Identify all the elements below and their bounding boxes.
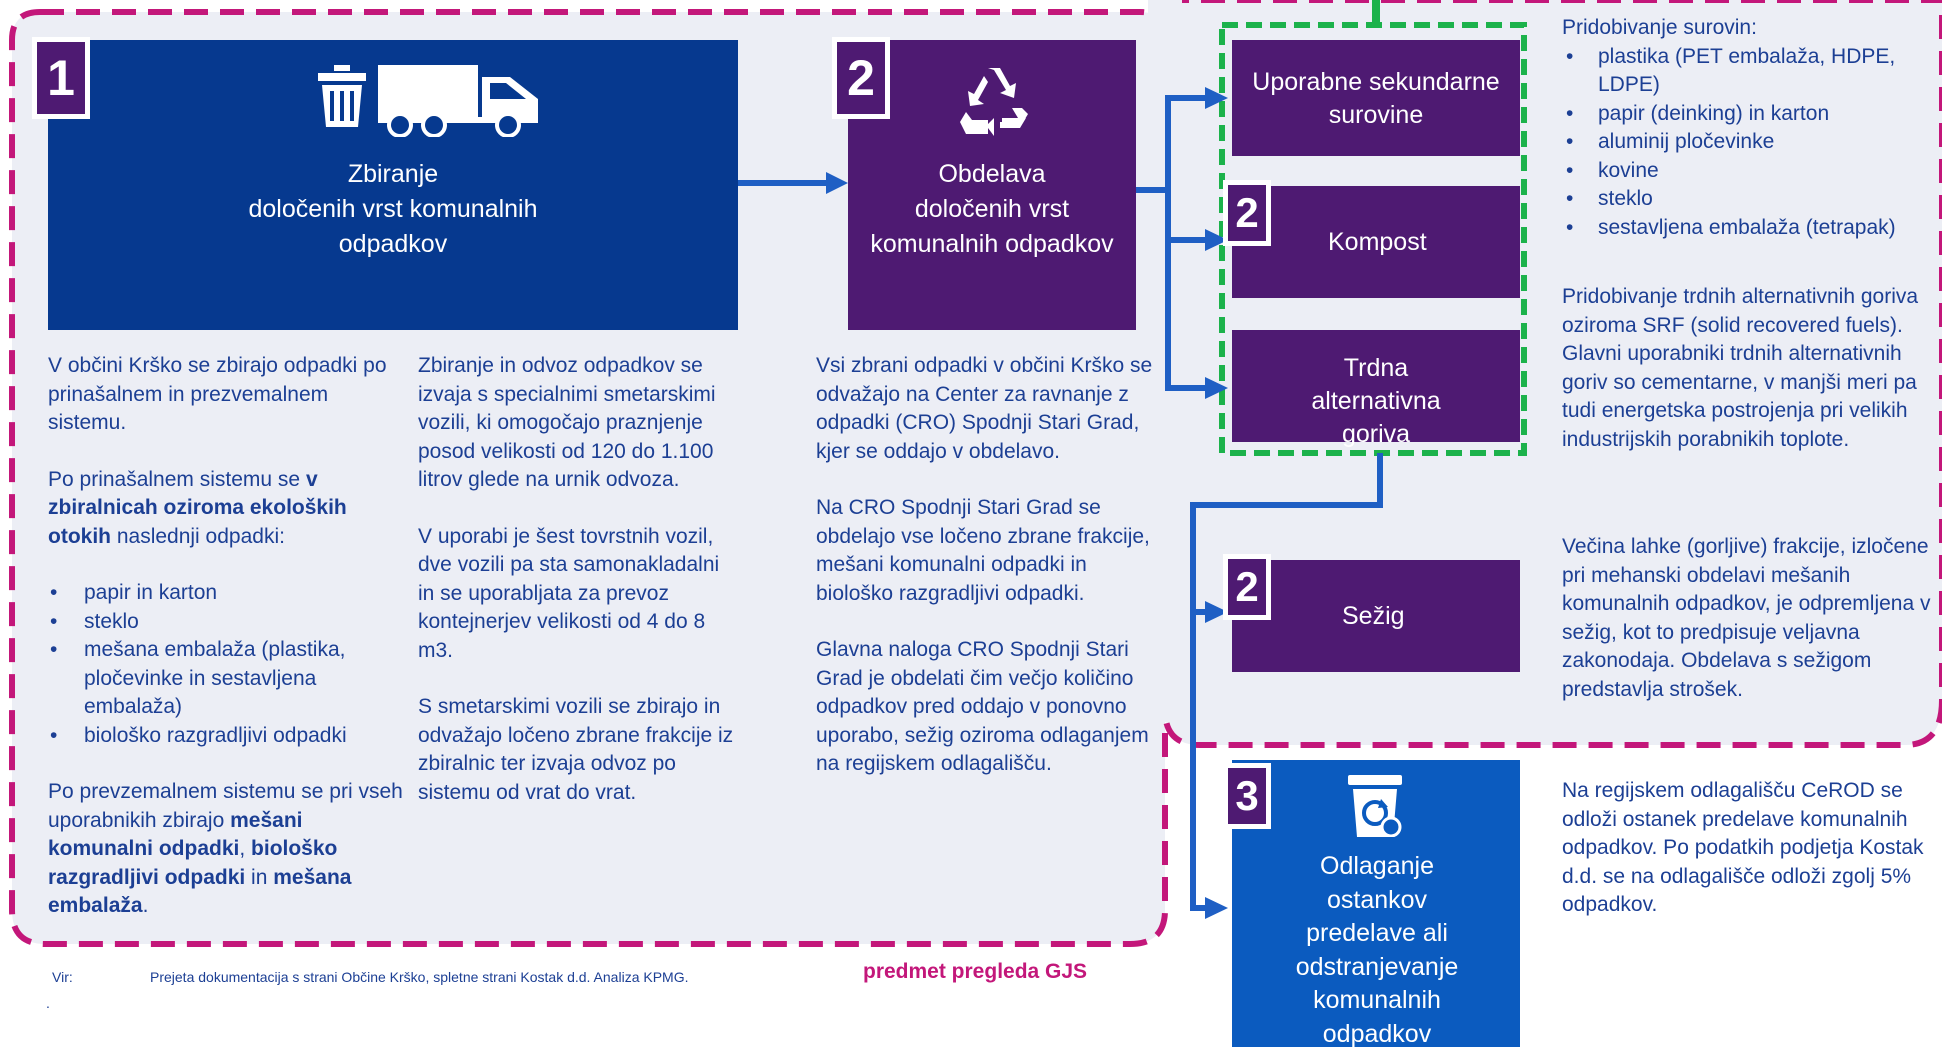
step-processing-number: 2 [832, 37, 890, 119]
incineration-box: Sežig [1232, 560, 1520, 672]
step-collection-box: Zbiranje določenih vrst komunalnih odpad… [48, 40, 738, 330]
list-item: papir in karton [48, 579, 408, 608]
list-item: kovine [1562, 157, 1942, 186]
collection-description: V občini Krško se zbirajo odpadki po pri… [48, 352, 408, 949]
srf-box: Trdna alternativna goriva [1232, 330, 1520, 448]
list-item: papir (deinking) in karton [1562, 100, 1942, 129]
footer-dot: . [46, 995, 50, 1011]
collection-list: papir in karton steklo mešana embalaža (… [48, 579, 408, 750]
compost-number: 2 [1223, 180, 1271, 246]
list-item: mešana embalaža (plastika, pločevinke in… [48, 636, 408, 722]
list-item: steklo [48, 608, 408, 637]
arrow-to-incineration [1205, 601, 1228, 623]
step-collection-number: 1 [32, 37, 90, 119]
arrow-to-disposal [1205, 897, 1228, 919]
arrow-collect-to-process [826, 172, 848, 194]
disposal-box: Odlaganje ostankov predelave ali odstran… [1232, 760, 1520, 1048]
list-item: aluminij pločevinke [1562, 128, 1942, 157]
step-processing-box: Obdelava določenih vrst komunalnih odpad… [848, 40, 1136, 330]
step-processing-title: Obdelava določenih vrst komunalnih odpad… [870, 160, 1114, 258]
processing-description: Vsi zbrani odpadki v občini Krško se odv… [816, 354, 1153, 775]
compost-box: Kompost [1232, 186, 1520, 298]
list-item: biološko razgradljivi odpadki [48, 722, 408, 751]
step-collection-title: Zbiranje določenih vrst komunalnih odpad… [248, 160, 538, 258]
list-item: plastika (PET embalaža, HDPE, LDPE) [1562, 43, 1942, 100]
scope-label: predmet pregleda GJS [863, 960, 1088, 983]
trash-bin-icon [318, 65, 366, 132]
raw-materials-text: Pridobivanje surovin: plastika (PET emba… [1562, 14, 1942, 242]
arrow-to-srf [1205, 377, 1228, 399]
secondary-materials-box: Uporabne sekundarne surovine [1232, 40, 1520, 156]
incineration-text: Večina lahke (gorljive) frakcije, izloče… [1562, 535, 1931, 701]
disposal-bin-icon [1348, 775, 1402, 847]
incineration-number: 2 [1223, 554, 1271, 620]
raw-materials-list: plastika (PET embalaža, HDPE, LDPE) papi… [1562, 43, 1942, 243]
list-item: sestavljena embalaža (tetrapak) [1562, 214, 1942, 243]
truck-icon [378, 65, 543, 142]
arrow-to-secondary [1205, 87, 1228, 109]
arrow-to-compost [1205, 229, 1228, 251]
source-text: Prejeta dokumentacija s strani Občine Kr… [150, 969, 689, 985]
list-item: steklo [1562, 185, 1942, 214]
recycle-icon [958, 68, 1030, 141]
disposal-text: Na regijskem odlagališču CeROD se odloži… [1562, 779, 1924, 916]
source-label: Vir: [52, 969, 73, 985]
srf-text: Pridobivanje trdnih alternativnih goriva… [1562, 285, 1919, 451]
disposal-number: 3 [1223, 763, 1271, 829]
vehicles-description: Zbiranje in odvoz odpadkov se izvaja s s… [418, 354, 734, 804]
